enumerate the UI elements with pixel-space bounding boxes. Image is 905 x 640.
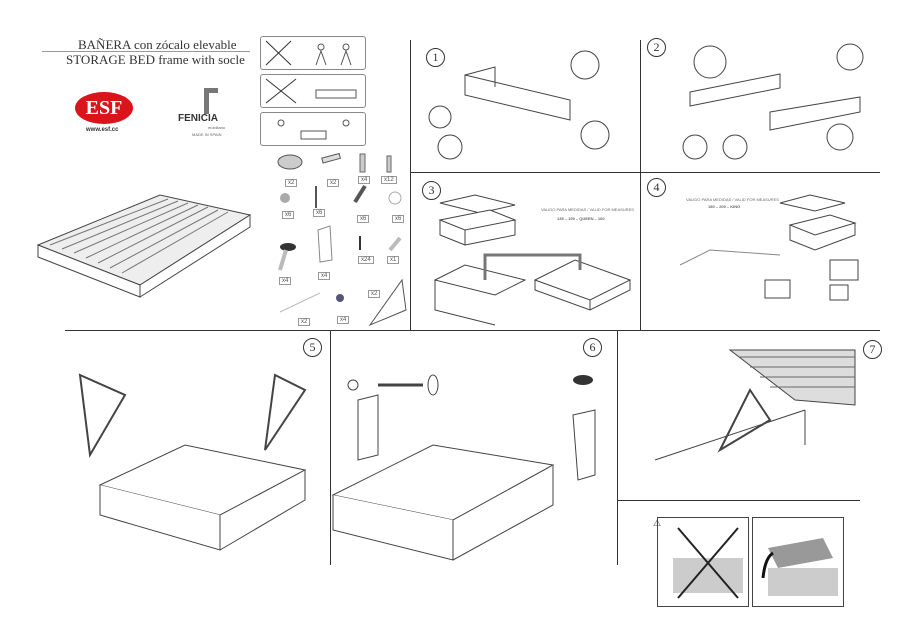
qty-label: x4 — [318, 272, 331, 280]
step3-drawing — [433, 194, 632, 326]
correct-lifting-panel — [752, 517, 844, 607]
step7-drawing — [654, 349, 856, 461]
hand-lift-icon — [761, 538, 838, 596]
panel-divider — [65, 330, 880, 331]
panel-divider — [617, 500, 860, 501]
step2-drawing — [682, 43, 864, 160]
cross-icon — [673, 527, 743, 599]
qty-label: x2 — [327, 179, 340, 187]
step-number-6: 6 — [583, 338, 602, 357]
step1-drawing — [428, 50, 610, 160]
qty-label: x4 — [337, 316, 350, 324]
lifting-warning-icon — [260, 74, 366, 108]
esf-logo: ESF — [75, 92, 133, 124]
step-number-3: 3 — [422, 181, 441, 200]
fenicia-logo: FENICIA — [178, 113, 218, 124]
step-number-5: 5 — [303, 338, 322, 357]
qty-label: x24 — [358, 256, 374, 264]
warning-triangle-icon: ⚠ — [653, 518, 662, 528]
qty-label: x1 — [387, 256, 400, 264]
esf-url: www.esf.cc — [86, 127, 119, 133]
qty-label: x6 — [357, 215, 370, 223]
qty-label: x4 — [358, 176, 371, 184]
panel-divider — [617, 330, 618, 565]
storage-bed-illustration — [36, 194, 252, 298]
step3-valid-for: VALIDO PARA MEDIDAS / VALID FOR MEASURES — [541, 207, 634, 212]
qty-label: x2 — [368, 290, 381, 298]
step4-drawing — [679, 194, 859, 301]
qty-label: x12 — [381, 176, 397, 184]
qty-label: x2 — [298, 318, 311, 326]
title-spanish: BAÑERA con zócalo elevable — [78, 37, 237, 52]
incorrect-lifting-panel — [657, 517, 749, 607]
tools-icon — [260, 112, 366, 146]
step-number-1: 1 — [426, 48, 445, 67]
step3-sizes: 135 – 150 – QUEEN – 160 — [557, 216, 605, 221]
qty-label: x4 — [279, 277, 292, 285]
fenicia-f-mark — [204, 88, 218, 114]
panel-divider — [410, 172, 880, 173]
step-number-7: 7 — [863, 340, 882, 359]
fenicia-sub: mobiliario — [208, 125, 226, 130]
title-english: STORAGE BED frame with socle — [66, 52, 245, 67]
step6-drawing — [331, 374, 596, 561]
step4-valid-for: VALIDO PARA MEDIDAS / VALID FOR MEASURES — [686, 197, 779, 202]
fenicia-made: MADE IN SPAIN — [192, 132, 222, 137]
panel-divider — [330, 330, 331, 565]
step4-sizes: 180 – 200 – KING — [708, 204, 741, 209]
qty-label: x6 — [282, 211, 295, 219]
qty-label: x2 — [285, 179, 298, 187]
title-divider — [42, 51, 250, 52]
panel-divider — [640, 40, 641, 330]
panel-divider — [410, 40, 411, 330]
step-number-2: 2 — [647, 38, 666, 57]
two-person-icon — [260, 36, 366, 70]
step-number-4: 4 — [647, 178, 666, 197]
qty-label: x6 — [313, 209, 326, 217]
step5-drawing — [78, 373, 307, 551]
hardware-parts-drawing — [277, 152, 407, 327]
qty-label: x6 — [392, 215, 405, 223]
